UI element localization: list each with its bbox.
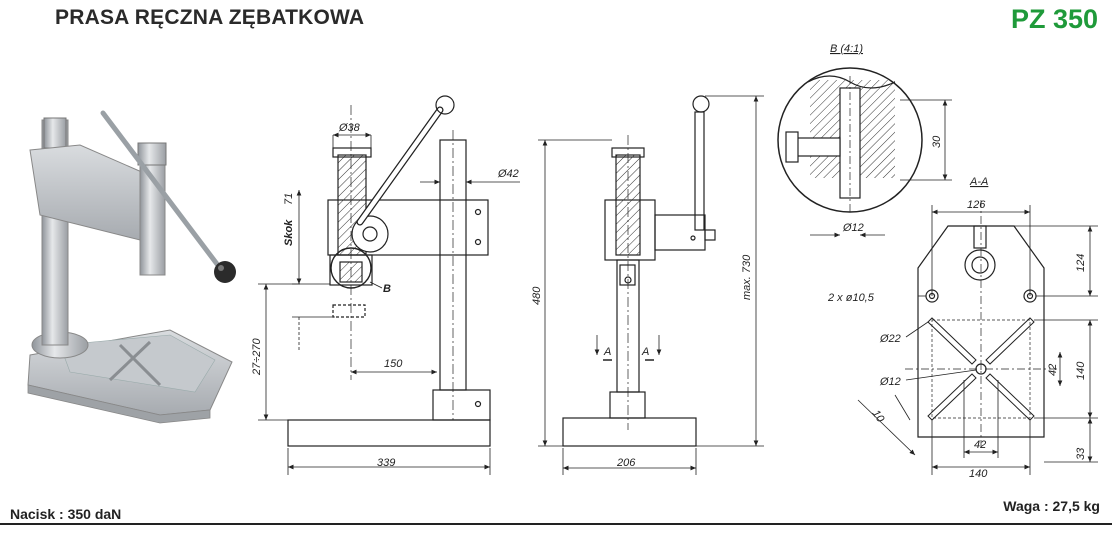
model-number: PZ 350 <box>1010 4 1098 34</box>
bottom-rule <box>0 523 1112 525</box>
force-spec: Nacisk : 350 daN <box>10 506 122 522</box>
base-length-label: 339 <box>377 457 395 469</box>
page-title: PRASA RĘCZNA ZĘBATKOWA <box>55 6 365 29</box>
reach-label: 150 <box>384 358 403 370</box>
stroke-value: 71 <box>283 193 295 205</box>
weight-spec: Waga : 27,5 kg <box>1003 498 1100 514</box>
front-view <box>287 95 491 447</box>
side-view <box>562 95 716 447</box>
slot-width-label: 10 <box>870 408 887 426</box>
base-width-label: 206 <box>616 457 636 469</box>
press-photo <box>27 110 236 424</box>
section-a-left-marker: A <box>603 346 611 358</box>
section-aa-dimensions <box>857 205 1098 475</box>
detail-b-dimensions <box>810 99 952 238</box>
max-height-label: max. 730 <box>741 254 753 300</box>
slot-140-horizontal-label: 140 <box>969 468 988 480</box>
center-hole-12-label: Ø12 <box>879 376 901 388</box>
detail-hole-label: Ø12 <box>842 222 864 234</box>
section-height-top-label: 124 <box>1075 254 1087 272</box>
detail-b <box>777 67 923 215</box>
height-range-label: 27÷270 <box>251 337 263 376</box>
slot-42-vertical-label: 42 <box>1047 364 1059 376</box>
section-width-top-label: 126 <box>967 199 986 211</box>
screw-diameter-label: Ø38 <box>338 122 361 134</box>
section-aa-title: A-A <box>969 176 988 188</box>
column-diameter-label: Ø42 <box>497 168 519 180</box>
slot-42-horizontal-label: 42 <box>974 439 986 451</box>
front-dimensions <box>258 132 520 475</box>
side-dimensions <box>538 95 764 475</box>
edge-offset-label: 33 <box>1075 447 1087 460</box>
side-height-label: 480 <box>531 286 543 305</box>
detail-depth-label: 30 <box>931 135 943 148</box>
slot-140-vertical-label: 140 <box>1075 361 1087 380</box>
slot-diameter-22-label: Ø22 <box>879 333 901 345</box>
detail-b-marker: B <box>383 283 391 295</box>
section-a-right-marker: A <box>641 346 649 358</box>
detail-b-title: B (4:1) <box>830 43 863 55</box>
section-aa <box>905 200 1058 450</box>
stroke-label: Skok <box>283 219 295 246</box>
mounting-holes-label: 2 x ø10,5 <box>827 292 875 304</box>
